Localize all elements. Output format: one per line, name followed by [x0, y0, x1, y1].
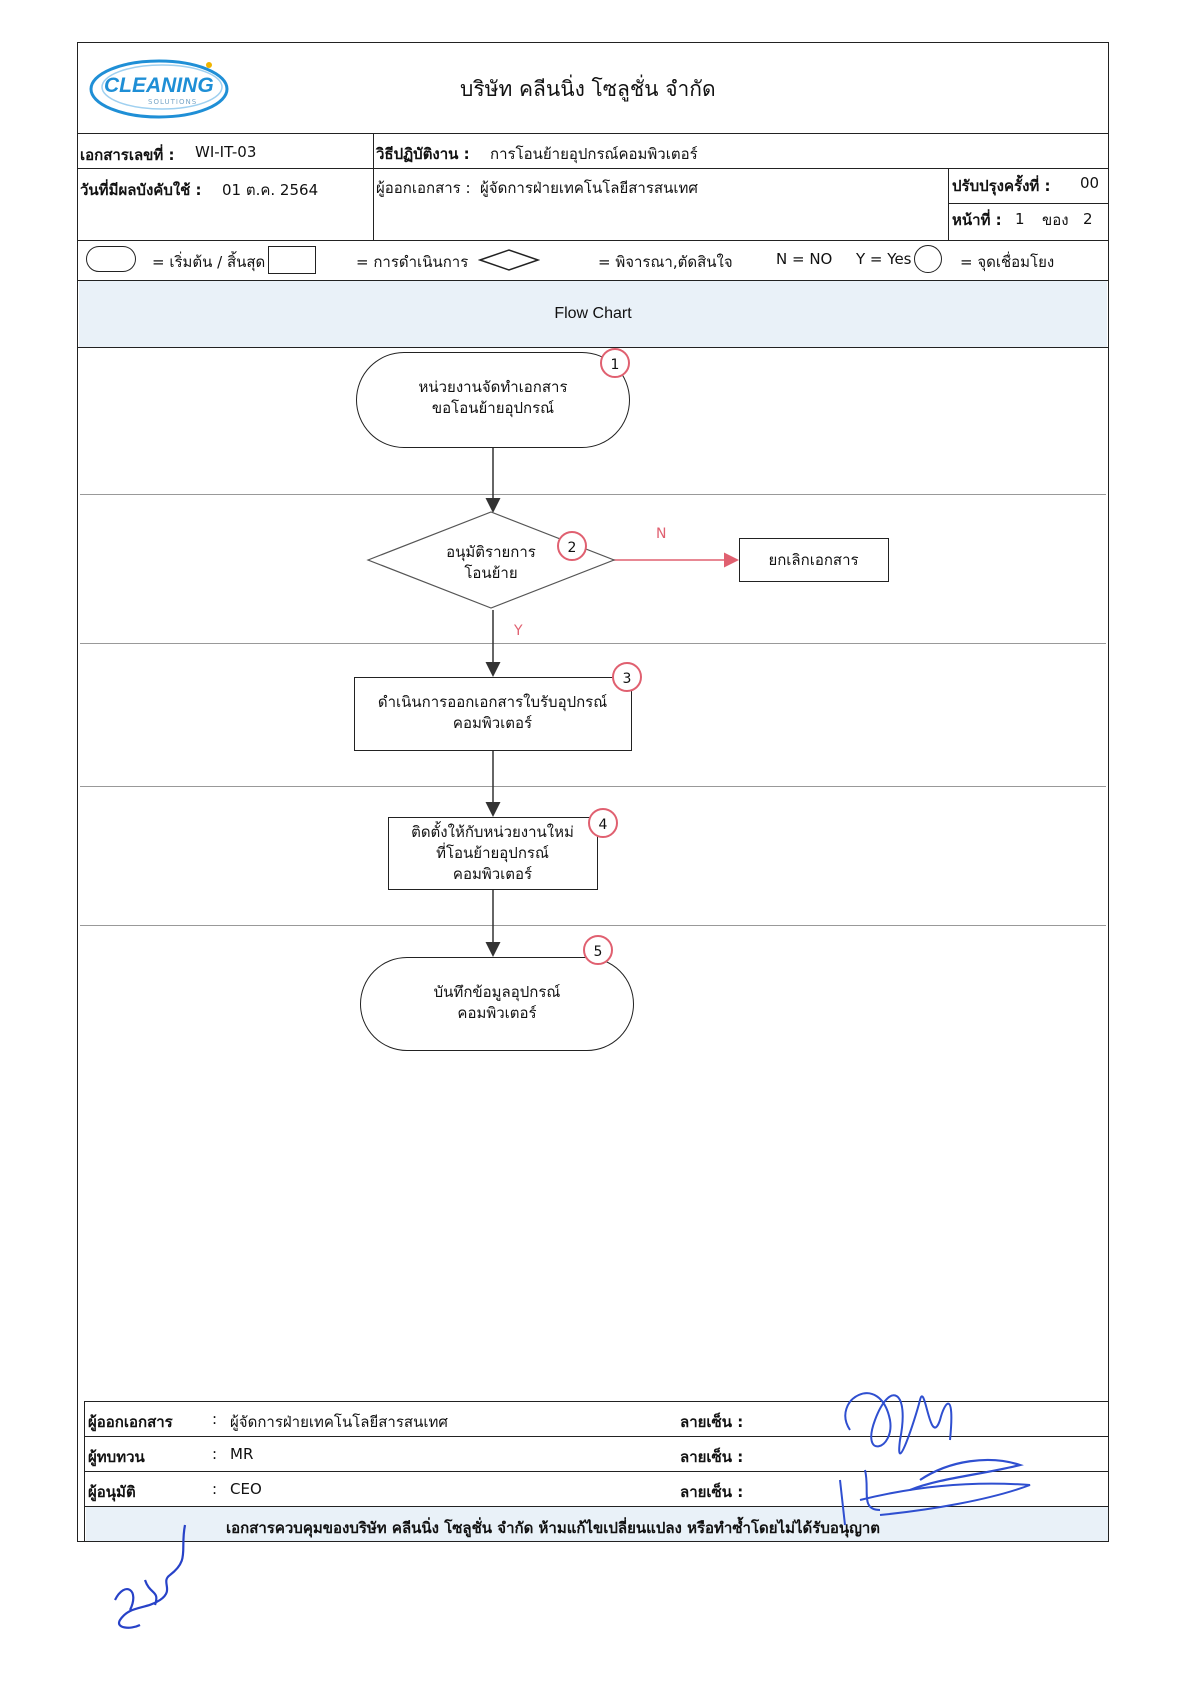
- handwritten-initials-image: [114, 1524, 187, 1629]
- procedure-label: วิธีปฏิบัติงาน :: [376, 145, 470, 163]
- footer-colon-1: :: [212, 1410, 218, 1428]
- flow-node-3-process: ดำเนินการออกเอกสารใบรับอุปกรณ์ คอมพิวเตอ…: [354, 677, 632, 751]
- revision-label: ปรับปรุงครั้งที่ :: [952, 177, 1051, 195]
- flow-node-4-process: ติดตั้งให้กับหน่วยงานใหม่ ที่โอนย้ายอุปก…: [388, 817, 598, 890]
- legend-connector: = จุดเชื่อมโยง: [960, 253, 1055, 271]
- footer-sign-label-reviewer: ลายเซ็น :: [680, 1448, 744, 1466]
- step-number-4: 4: [588, 808, 618, 838]
- flow-node-5-end: บันทึกข้อมูลอุปกรณ์ คอมพิวเตอร์: [360, 957, 634, 1051]
- step-number-2: 2: [557, 531, 587, 561]
- footer-colon-3: :: [212, 1480, 218, 1498]
- legend-decision-icon: [478, 249, 540, 271]
- step-number-1: 1: [600, 348, 630, 378]
- footer-sign-label-issuer: ลายเซ็น :: [680, 1413, 744, 1431]
- flow-node-4-line1: ติดตั้งให้กับหน่วยงานใหม่: [411, 823, 574, 841]
- footer-role-approver: ผู้อนุมัติ: [88, 1483, 136, 1501]
- footer-sign-label-approver: ลายเซ็น :: [680, 1483, 744, 1501]
- step-number-5: 5: [583, 935, 613, 965]
- page-total: 2: [1083, 210, 1093, 228]
- footer-name-reviewer: MR: [230, 1445, 254, 1463]
- flow-node-5-line1: บันทึกข้อมูลอุปกรณ์: [433, 983, 561, 1001]
- page-number: 1: [1015, 210, 1025, 228]
- effective-date-value: 01 ต.ค. 2564: [222, 181, 319, 199]
- legend-terminator-icon: [86, 246, 136, 272]
- logo-subtext: SOLUTIONS: [148, 98, 198, 106]
- flow-chart-title-band: Flow Chart: [79, 281, 1107, 347]
- legend-decision: = พิจารณา,ตัดสินใจ: [598, 253, 733, 271]
- branch-label-y: Y: [514, 623, 523, 639]
- legend-yes: Y = Yes: [856, 250, 912, 268]
- footer-control-notice: เอกสารควบคุมของบริษัท คลีนนิ่ง โซลูชั่น …: [226, 1519, 881, 1537]
- legend-start-end: = เริ่มต้น / สิ้นสุด: [152, 253, 266, 271]
- flow-chart-title: Flow Chart: [554, 305, 632, 322]
- page-label: หน้าที่ :: [952, 211, 1002, 229]
- flow-node-cancel: ยกเลิกเอกสาร: [739, 538, 889, 582]
- header-divider: [77, 133, 1109, 134]
- footer-name-issuer: ผู้จัดการฝ่ายเทคโนโลยีสารสนเทศ: [230, 1413, 448, 1431]
- legend-connector-icon: [914, 245, 942, 273]
- effective-date-label: วันที่มีผลบังคับใช้ :: [80, 181, 202, 199]
- branch-label-n: N: [656, 526, 667, 542]
- doc-no-value: WI-IT-03: [195, 143, 257, 161]
- flow-node-1-line1: หน่วยงานจัดทำเอกสาร: [418, 378, 568, 396]
- procedure-value: การโอนย้ายอุปกรณ์คอมพิวเตอร์: [490, 145, 698, 163]
- flow-node-1-line2: ขอโอนย้ายอุปกรณ์: [431, 399, 555, 417]
- logo-text: CLEANING: [104, 74, 214, 97]
- flow-node-3-line2: คอมพิวเตอร์: [452, 714, 533, 732]
- company-logo: CLEANING SOLUTIONS: [86, 52, 236, 122]
- flow-node-5-line2: คอมพิวเตอร์: [457, 1004, 537, 1022]
- legend-process: = การดำเนินการ: [356, 253, 469, 271]
- legend-process-icon: [268, 246, 316, 274]
- doc-no-label: เอกสารเลขที่ :: [80, 146, 175, 164]
- footer-role-issuer: ผู้ออกเอกสาร: [88, 1413, 173, 1431]
- flow-node-2-decision-shape: [366, 511, 616, 609]
- flow-node-cancel-label: ยกเลิกเอกสาร: [768, 551, 859, 569]
- revision-value: 00: [1080, 174, 1100, 192]
- flow-node-1-start: หน่วยงานจัดทำเอกสาร ขอโอนย้ายอุปกรณ์: [356, 352, 630, 448]
- flow-node-4-line2: ที่โอนย้ายอุปกรณ์: [436, 844, 549, 862]
- page-of: ของ: [1042, 211, 1069, 229]
- footer-notice-band: [86, 1507, 1108, 1541]
- footer-colon-2: :: [212, 1445, 218, 1463]
- step-number-3: 3: [612, 662, 642, 692]
- handwritten-signature-image: [839, 1392, 1031, 1526]
- flow-node-3-line1: ดำเนินการออกเอกสารใบรับอุปกรณ์: [377, 693, 608, 711]
- footer-role-reviewer: ผู้ทบทวน: [88, 1448, 145, 1466]
- flow-node-2-line1: อนุมัติรายการ: [446, 543, 536, 561]
- page-frame: [77, 42, 1109, 1542]
- issuer-value: ผู้จัดการฝ่ายเทคโนโลยีสารสนเทศ: [480, 179, 698, 197]
- flow-node-4-line3: คอมพิวเตอร์: [452, 865, 533, 883]
- company-title: บริษัท คลีนนิ่ง โซลูชั่น จำกัด: [460, 77, 716, 101]
- footer-name-approver: CEO: [230, 1480, 262, 1498]
- issuer-label: ผู้ออกเอกสาร :: [376, 179, 471, 197]
- flow-node-2-line2: โอนย้าย: [464, 564, 518, 582]
- logo-swoosh-icon: [89, 59, 229, 119]
- legend-no: N = NO: [776, 250, 833, 268]
